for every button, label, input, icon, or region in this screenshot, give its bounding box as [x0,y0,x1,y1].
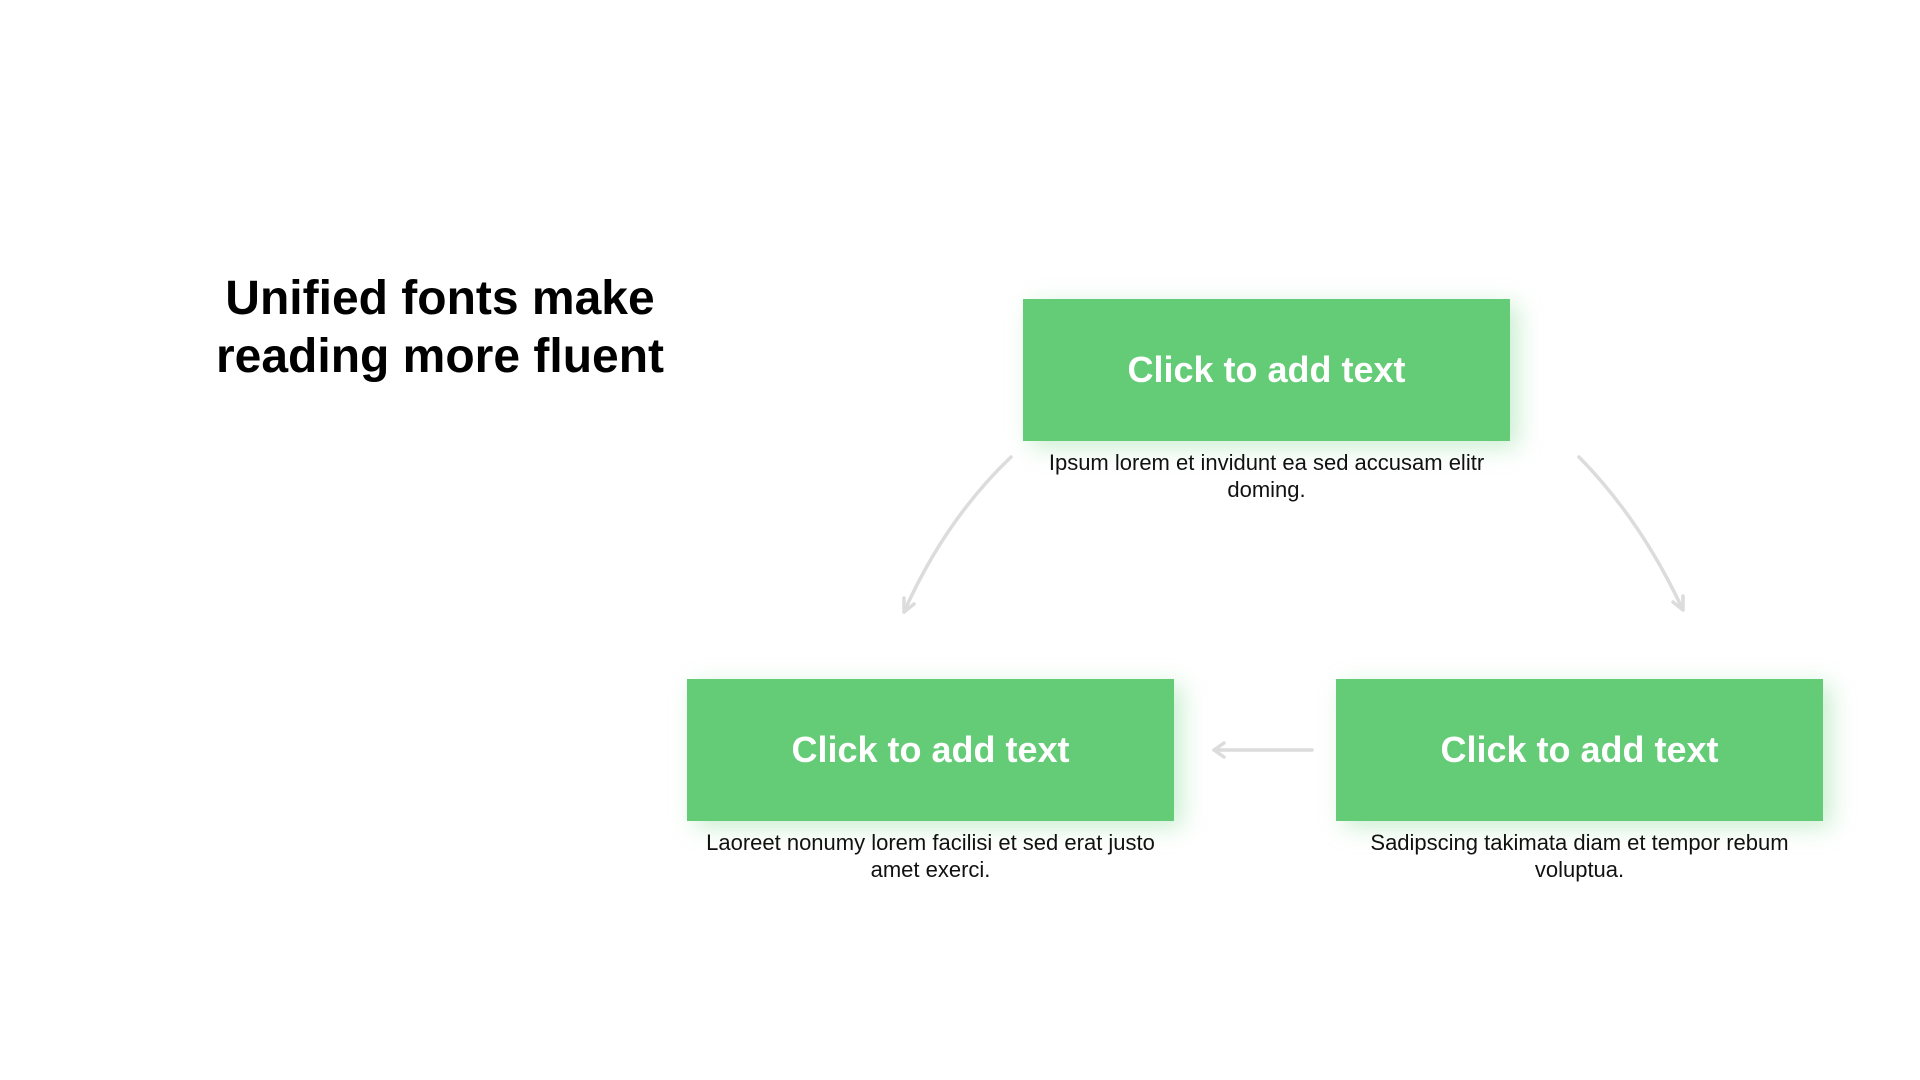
flow-box-left-label: Click to add text [791,729,1070,770]
connector-right-to-left [1212,741,1314,759]
flow-box-top[interactable]: Click to add text [1023,299,1510,441]
flow-box-top-label: Click to add text [1127,349,1406,390]
flow-description-right: Sadipscing takimata diam et tempor rebum… [1370,830,1789,882]
slide-title-line-2: reading more fluent [215,330,665,383]
flow-box-left[interactable]: Click to add text [687,679,1174,821]
flow-description-left: Laoreet nonumy lorem facilisi et sed era… [706,830,1155,882]
arrowhead-icon [1671,594,1685,612]
connector-top-to-right [1577,455,1685,612]
flow-box-right[interactable]: Click to add text [1336,679,1823,821]
connector-top-to-left [902,455,1013,614]
curved-arrow-icon [1577,455,1685,612]
arrowhead-icon [902,596,916,614]
flow-description-top: Ipsum lorem et invidunt ea sed accusam e… [1048,450,1485,502]
slide-title: Unified fonts make reading more fluent [160,270,720,386]
slide-title-line-1: Unified fonts make [225,272,655,325]
curved-arrow-icon [902,455,1013,614]
flow-box-right-label: Click to add text [1440,729,1719,770]
arrowhead-icon [1212,741,1226,759]
